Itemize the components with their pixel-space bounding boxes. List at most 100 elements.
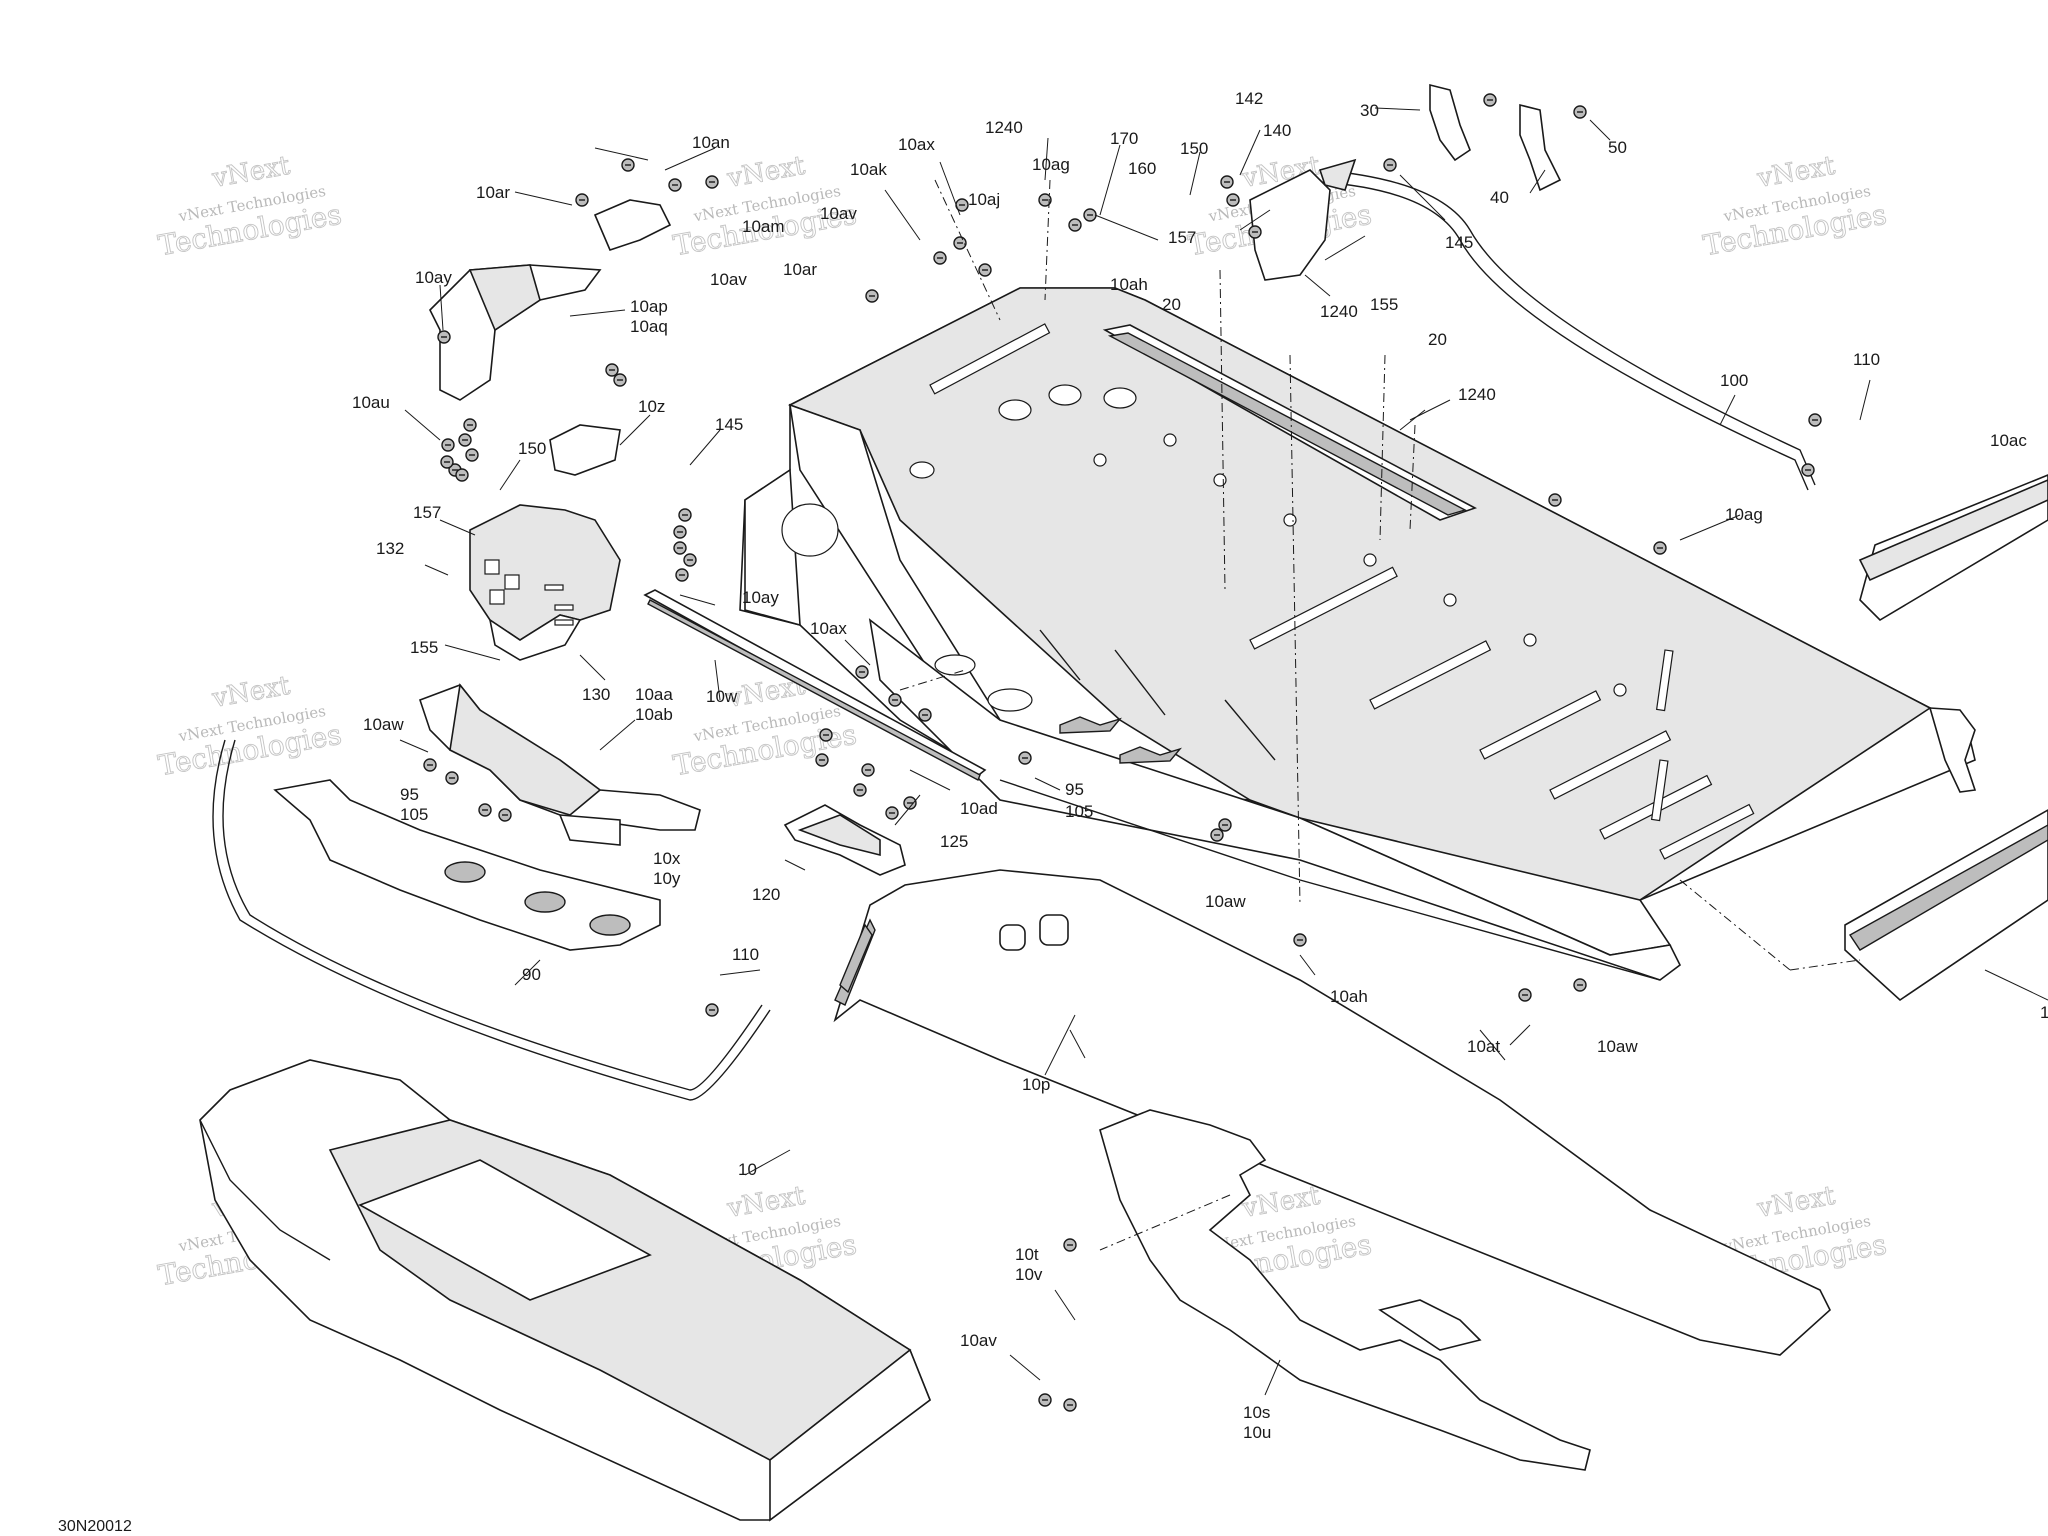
diagram-code: 30N20012	[58, 1518, 132, 1535]
callout-10: 10	[738, 1160, 757, 1179]
callout-10an: 10an	[692, 133, 730, 152]
fastener	[445, 771, 459, 785]
handle-bars	[212, 169, 1816, 1101]
callout-142: 142	[1235, 89, 1263, 108]
callout-10ah: 10ah	[1330, 987, 1368, 1006]
callout-10ab: 10ab	[635, 705, 673, 724]
fastener	[441, 438, 455, 452]
callout-10ak: 10ak	[850, 160, 887, 179]
callout-120: 120	[752, 885, 780, 904]
callout-10ay: 10ay	[742, 588, 779, 607]
fastener	[678, 508, 692, 522]
callout-1: 1	[2040, 1003, 2048, 1022]
fastener	[853, 783, 867, 797]
fastener	[575, 193, 589, 207]
callout-10ay: 10ay	[415, 268, 452, 287]
fastener	[673, 541, 687, 555]
fastener	[668, 178, 682, 192]
fastener	[885, 806, 899, 820]
fastener	[1063, 1238, 1077, 1252]
callout-150: 150	[518, 439, 546, 458]
callout-110: 110	[732, 945, 759, 964]
fastener	[1293, 933, 1307, 947]
fastener	[888, 693, 902, 707]
fastener	[1038, 1393, 1052, 1407]
fastener	[455, 468, 469, 482]
fastener	[978, 263, 992, 277]
callout-10ar: 10ar	[783, 260, 817, 279]
watermark-line1: vNext	[1239, 1181, 1322, 1224]
upper-left-brackets	[429, 199, 672, 661]
callout-100: 100	[1720, 371, 1748, 390]
fastener	[1038, 193, 1052, 207]
fastener	[861, 763, 875, 777]
callout-10x: 10x	[653, 849, 681, 868]
callout-10av: 10av	[710, 270, 747, 289]
callout-10ax: 10ax	[810, 619, 847, 638]
fastener	[1068, 218, 1082, 232]
fasteners	[423, 93, 1822, 1412]
watermark-line1: vNext	[1754, 1181, 1837, 1224]
footrest-bracket-120	[783, 804, 906, 876]
callout-10aw: 10aw	[1205, 892, 1246, 911]
callout-50: 50	[1608, 138, 1627, 157]
callout-10ac: 10ac	[1990, 431, 2027, 450]
fastener	[463, 418, 477, 432]
callout-157: 157	[413, 503, 441, 522]
assembled-tunnel-10	[199, 1059, 931, 1522]
fastener	[613, 373, 627, 387]
callout-110: 110	[1853, 350, 1880, 369]
callout-10u: 10u	[1243, 1423, 1271, 1442]
callout-125: 125	[940, 832, 968, 851]
callout-140: 140	[1263, 121, 1291, 140]
fastener	[621, 158, 635, 172]
watermark-line1: vNext	[724, 151, 807, 194]
callout-1240: 1240	[985, 118, 1023, 137]
fastener	[815, 753, 829, 767]
callout-157: 157	[1168, 228, 1196, 247]
callout-10ah: 10ah	[1110, 275, 1148, 294]
fastener	[918, 708, 932, 722]
callout-10av: 10av	[960, 1331, 997, 1350]
hitch-plates	[1429, 83, 1562, 192]
callout-10aj: 10aj	[968, 190, 1000, 209]
callout-10ag: 10ag	[1032, 155, 1070, 174]
callout-155: 155	[410, 638, 438, 657]
callout-40: 40	[1490, 188, 1509, 207]
callout-10au: 10au	[352, 393, 390, 412]
right-skid-rail	[1844, 474, 2048, 1002]
callout-10ap: 10ap	[630, 297, 668, 316]
callout-132: 132	[376, 539, 404, 558]
callout-10z: 10z	[638, 397, 665, 416]
front-cross-member	[418, 683, 701, 846]
fastener	[903, 796, 917, 810]
callout-170: 170	[1110, 129, 1138, 148]
left-skid-10x	[273, 779, 661, 951]
tunnel-cover-10p	[833, 869, 1831, 1356]
watermark-line1: vNext	[209, 671, 292, 714]
callout-10v: 10v	[1015, 1265, 1043, 1284]
watermark-line1: vNext	[1754, 151, 1837, 194]
callout-10t: 10t	[1015, 1245, 1039, 1264]
fastener	[498, 808, 512, 822]
fastener	[673, 525, 687, 539]
fastener	[1226, 193, 1240, 207]
fastener	[865, 289, 879, 303]
fastener	[423, 758, 437, 772]
leader-lines	[399, 107, 2048, 1396]
fastener	[1248, 225, 1262, 239]
callout-1240: 1240	[1320, 302, 1358, 321]
callout-labels: 10an 10ar 10am 10ay 10ap 10aq 10au 10z 1…	[352, 89, 2048, 1442]
assembly-center-lines	[899, 179, 1861, 1251]
callout-10ad: 10ad	[960, 799, 998, 818]
fastener	[1220, 175, 1234, 189]
fastener	[1383, 158, 1397, 172]
callout-160: 160	[1128, 159, 1156, 178]
fastener	[705, 1003, 719, 1017]
fastener	[1518, 988, 1532, 1002]
callout-145: 145	[715, 415, 743, 434]
